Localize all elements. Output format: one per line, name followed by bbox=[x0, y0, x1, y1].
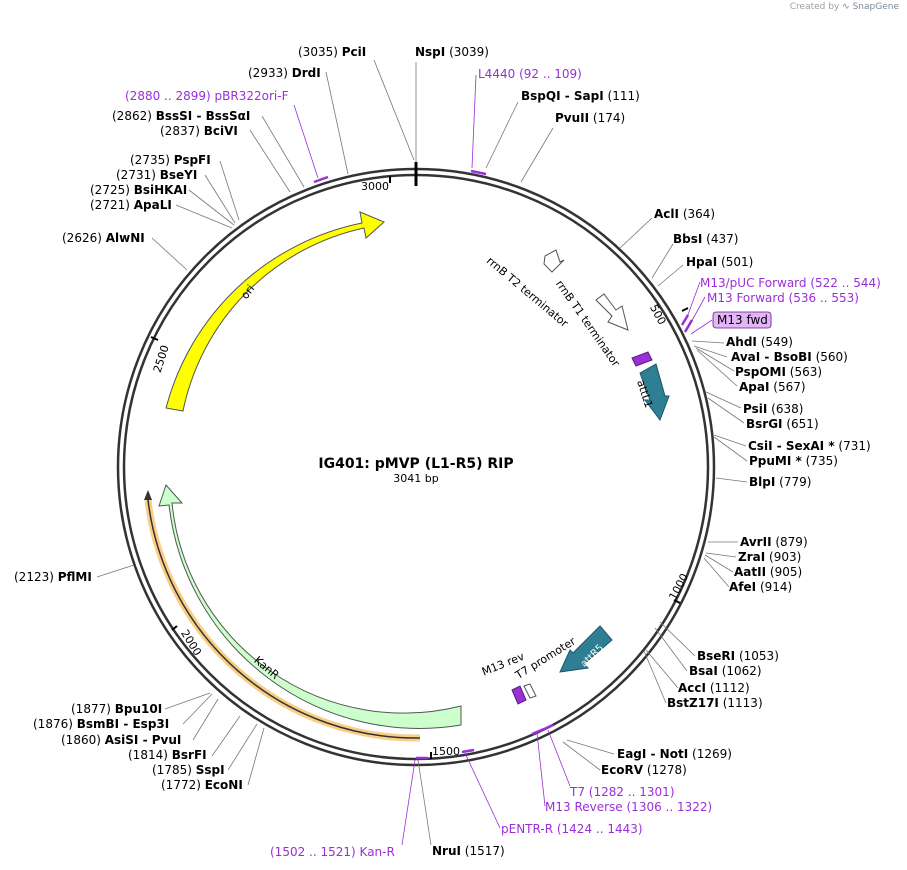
tick-label-500: 500 bbox=[647, 302, 668, 327]
rrnb-t1-terminator-arrow bbox=[595, 293, 629, 331]
primer-label-m13-puc-forward: M13/pUC Forward (522 .. 544) bbox=[700, 276, 881, 290]
ori-feature-arrow bbox=[165, 211, 385, 412]
tick-label-1000: 1000 bbox=[666, 571, 691, 602]
site-label-pspfi: (2735) PspFI bbox=[130, 153, 211, 167]
site-label-bbsi: BbsI (437) bbox=[673, 232, 738, 246]
kanr-orf-arrowhead bbox=[144, 490, 152, 500]
m13-fwd-feature-arrow bbox=[631, 351, 653, 367]
site-label-asisi-pvui: (1860) AsiSI - PvuI bbox=[61, 733, 181, 747]
tick-label-1500: 1500 bbox=[432, 745, 460, 758]
site-label-nrui: NruI (1517) bbox=[432, 844, 505, 858]
primer-label-l4440: L4440 (92 .. 109) bbox=[478, 67, 582, 81]
attl1-feature-arrow bbox=[639, 363, 670, 422]
tick-label-3000: 3000 bbox=[361, 180, 389, 193]
site-label-aatii: AatII (905) bbox=[734, 565, 802, 579]
primer-label-pentr-r: pENTR-R (1424 .. 1443) bbox=[501, 822, 643, 836]
site-label-acli: AclI (364) bbox=[654, 207, 715, 221]
primer-label-kan-r: (1502 .. 1521) Kan-R bbox=[270, 845, 395, 859]
scale-ticks bbox=[150, 176, 689, 759]
site-label-bsai: BsaI (1062) bbox=[689, 664, 762, 678]
credit-prefix: Created by bbox=[789, 2, 840, 12]
site-label-bsmbi-esp3i: (1876) BsmBI - Esp3I bbox=[33, 717, 169, 731]
site-label-econi: (1772) EcoNI bbox=[161, 778, 243, 792]
site-label-pvuii: PvuII (174) bbox=[555, 111, 625, 125]
site-label-sspi: (1785) SspI bbox=[152, 763, 225, 777]
site-label-bseri: BseRI (1053) bbox=[697, 649, 779, 663]
site-label-acci: AccI (1112) bbox=[678, 681, 750, 695]
rrnb-t2-terminator-arrow bbox=[543, 249, 565, 273]
site-label-nspi: NspI (3039) bbox=[415, 45, 489, 59]
site-label-pflmi: (2123) PflMI bbox=[14, 570, 92, 584]
primer-label-pbr322ori-f: (2880 .. 2899) pBR322ori-F bbox=[125, 89, 289, 103]
snapgene-credit: Created by ∿ SnapGene bbox=[790, 2, 899, 12]
site-label-avai-bsobi: AvaI - BsoBI (560) bbox=[731, 350, 848, 364]
m13-fwd-label: M13 fwd bbox=[717, 313, 768, 327]
site-label-ecorv: EcoRV (1278) bbox=[601, 763, 687, 777]
site-label-blpi: BlpI (779) bbox=[749, 475, 811, 489]
site-label-apai: ApaI (567) bbox=[739, 380, 806, 394]
plasmid-length: 3041 bp bbox=[393, 472, 438, 485]
site-label-pcii: (3035) PciI bbox=[298, 45, 366, 59]
site-label-avrii: AvrII (879) bbox=[740, 535, 808, 549]
tick-label-2500: 2500 bbox=[151, 343, 172, 374]
attr5-feature-arrow bbox=[559, 625, 613, 673]
m13-fwd-label-box bbox=[712, 311, 772, 329]
site-label-bstz17i: BstZ17I (1113) bbox=[667, 696, 763, 710]
site-label-zrai: ZraI (903) bbox=[738, 550, 801, 564]
site-label-pspomi: PspOMI (563) bbox=[735, 365, 822, 379]
primer-label-m13-reverse: M13 Reverse (1306 .. 1322) bbox=[545, 800, 712, 814]
site-label-afei: AfeI (914) bbox=[729, 580, 792, 594]
leader-lines bbox=[96, 59, 748, 846]
site-label-bcivi: (2837) BciVI bbox=[160, 124, 238, 138]
credit-brand: SnapGene bbox=[852, 2, 899, 12]
site-label-psii: PsiI (638) bbox=[743, 402, 803, 416]
site-label-bsssi: (2862) BssSI - BssSαI bbox=[112, 109, 250, 123]
site-label-bspqi-sapi: BspQI - SapI (111) bbox=[521, 89, 640, 103]
site-label-hpai: HpaI (501) bbox=[686, 255, 753, 269]
site-label-drdi: (2933) DrdI bbox=[248, 66, 321, 80]
site-label-eagi-noti: EagI - NotI (1269) bbox=[617, 747, 732, 761]
kanr-feature-arrow bbox=[158, 484, 462, 729]
primer-bars bbox=[313, 169, 694, 760]
site-label-bseyi: (2731) BseYI bbox=[116, 168, 197, 182]
site-label-csii-sexai: CsiI - SexAI * (731) bbox=[748, 439, 871, 453]
m13-rev-feature-arrow bbox=[511, 685, 527, 705]
site-label-bsrfi: (1814) BsrFI bbox=[128, 748, 207, 762]
site-label-bpu10i: (1877) Bpu10I bbox=[71, 702, 162, 716]
site-label-alwni: (2626) AlwNI bbox=[62, 231, 145, 245]
site-label-ahdi: AhdI (549) bbox=[726, 335, 793, 349]
site-label-bsrgi: BsrGI (651) bbox=[746, 417, 819, 431]
primer-leader-lines bbox=[293, 74, 713, 846]
primer-label-m13-forward: M13 Forward (536 .. 553) bbox=[707, 291, 859, 305]
primer-label-t7: T7 (1282 .. 1301) bbox=[569, 785, 675, 799]
plasmid-name: IG401: pMVP (L1-R5) RIP bbox=[318, 456, 513, 472]
kanr-orf-line bbox=[147, 499, 421, 739]
snapgene-logo-icon: ∿ bbox=[842, 2, 850, 12]
site-label-apali: (2721) ApaLI bbox=[90, 198, 172, 212]
site-label-ppumi: PpuMI * (735) bbox=[749, 454, 838, 468]
t7-promoter-feature-arrow bbox=[523, 683, 537, 699]
site-label-bsihkai: (2725) BsiHKAI bbox=[90, 183, 187, 197]
kanr-orf-arc bbox=[144, 499, 421, 742]
